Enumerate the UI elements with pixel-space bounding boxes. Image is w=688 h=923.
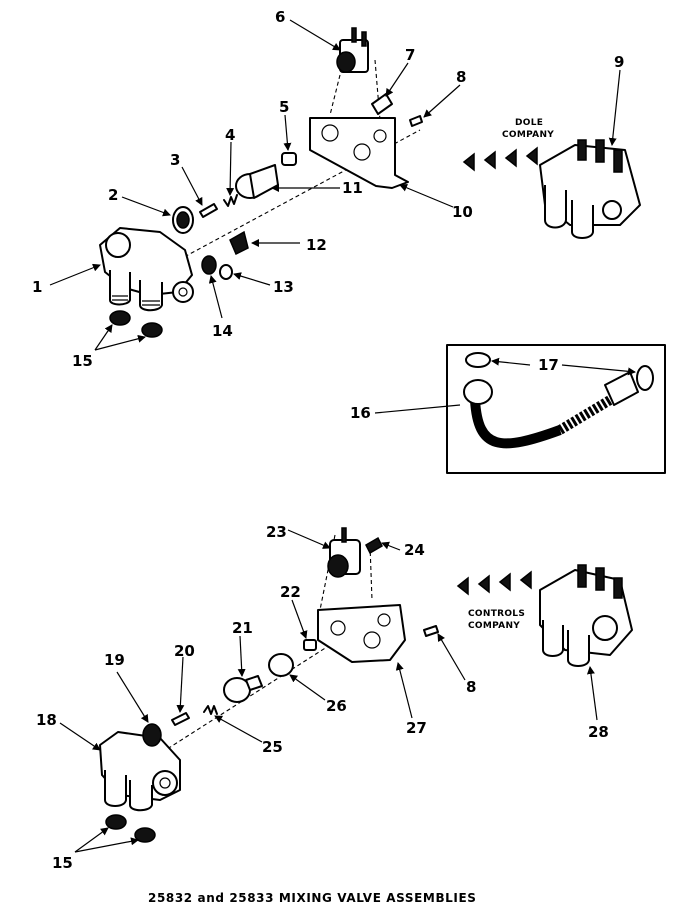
label-7: 7 [405,46,415,64]
label-8-bottom: 8 [466,678,476,696]
dole-assembly [99,27,641,338]
label-15-top: 15 [72,352,93,370]
part-10-bracket [309,117,409,189]
label-1: 1 [32,278,42,296]
part-20-pin [171,712,190,726]
part-26-guide [268,653,294,677]
part-12-clip [229,230,249,256]
part-8-screw-top [409,115,423,127]
part-7-sleeve [371,93,393,115]
direction-arrows-dole [462,146,538,172]
label-8-top: 8 [456,68,466,86]
part-18-valve-body [99,731,181,812]
part-1-valve-body [99,227,194,312]
label-5: 5 [279,98,289,116]
label-10: 10 [452,203,473,221]
controls-assembly [99,527,633,843]
part-27-bracket [317,604,406,663]
part-5-plunger [281,152,297,166]
part-3-pin [199,203,218,218]
label-16: 16 [350,404,371,422]
part-23-solenoid-coil [327,527,361,578]
label-11: 11 [342,179,363,197]
label-24: 24 [404,541,425,559]
label-21: 21 [232,619,253,637]
label-25: 25 [262,738,283,756]
controls-company-label: CONTROLS COMPANY [468,609,525,631]
dole-line-2: COMPANY [502,130,554,140]
part-2-diaphragm [172,206,194,234]
part-24-sleeve [365,536,383,555]
controls-line-1: CONTROLS [468,609,525,619]
label-3: 3 [170,151,180,169]
label-15-bottom: 15 [52,854,73,872]
dole-company-label: DOLE COMPANY [502,118,554,140]
label-12: 12 [306,236,327,254]
label-20: 20 [174,642,195,660]
label-2: 2 [108,186,118,204]
part-11-armature-guide [235,164,279,199]
label-22: 22 [280,583,301,601]
leader-lines [49,19,636,853]
part-19-diaphragm [142,723,162,747]
direction-arrows-controls [456,570,532,596]
label-23: 23 [266,523,287,541]
label-17: 17 [538,356,559,374]
part-14-flow-washer [201,255,217,275]
part-labels: 1 2 3 4 5 6 7 8 9 10 11 12 13 14 15 16 1… [32,8,624,872]
label-27: 27 [406,719,427,737]
controls-line-2: COMPANY [468,621,520,631]
diagram-caption: 25832 and 25833 MIXING VALVE ASSEMBLIES [148,891,477,905]
part-22-sleeve [303,639,317,651]
part-4-spring [223,194,238,207]
part-15-screens-bottom [105,814,156,843]
label-18: 18 [36,711,57,729]
dole-line-1: DOLE [515,118,543,128]
label-28: 28 [588,723,609,741]
part-8-screw-bottom [423,625,439,637]
hose-inset-box [446,344,666,474]
part-25-spring [203,705,218,715]
part-13-washer [219,264,233,280]
label-26: 26 [326,697,347,715]
label-6: 6 [275,8,285,26]
label-9: 9 [614,53,624,71]
part-17-washers [465,352,654,391]
part-16-hose [463,371,639,449]
part-21-plunger [223,675,263,703]
part-9-dole-valve [539,139,641,239]
label-19: 19 [104,651,125,669]
part-15-screens-top [109,310,163,338]
label-4: 4 [225,126,235,144]
part-6-solenoid-coil [336,27,369,73]
label-14: 14 [212,322,233,340]
label-13: 13 [273,278,294,296]
part-28-controls-valve [539,564,633,667]
